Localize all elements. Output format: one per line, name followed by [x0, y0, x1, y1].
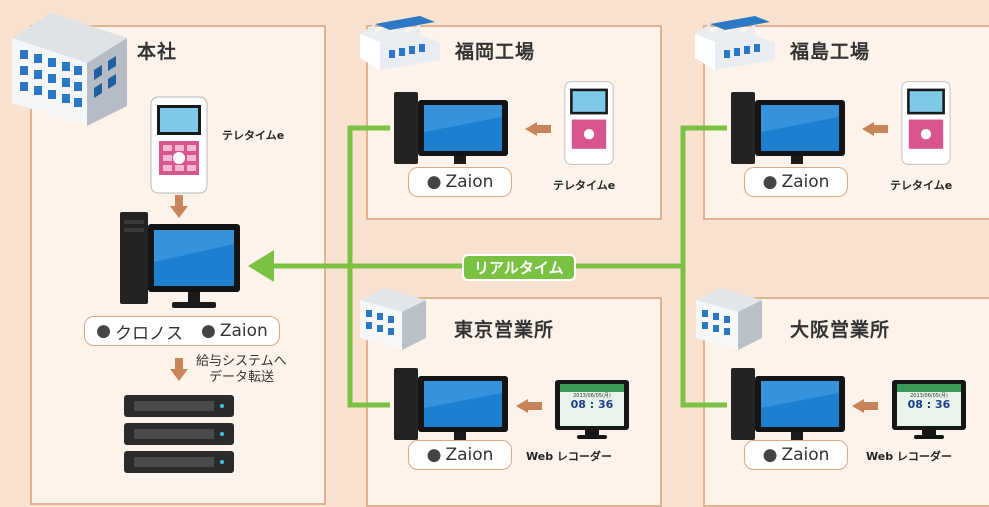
bullet-icon: ●: [201, 321, 216, 341]
tokyo-title: 東京営業所: [454, 319, 555, 341]
osaka-title: 大阪営業所: [790, 319, 891, 341]
osaka-software-pill: ●Zaion: [744, 440, 848, 470]
tokyo-left-arrow: [516, 399, 542, 413]
bullet-icon: ●: [426, 172, 442, 192]
osaka-office-icon: [696, 288, 762, 350]
fukuoka-factory-icon: [360, 16, 440, 70]
fukushima-software-pill: ●Zaion: [744, 167, 848, 197]
fukushima-computer-icon: [731, 92, 845, 164]
tokyo-recorder-time: 08 : 36: [570, 398, 614, 411]
hq-pill-label-1: クロノス: [115, 323, 184, 344]
fukuoka-device-label: テレタイムe: [553, 179, 616, 192]
server-stack-icon: [124, 395, 234, 473]
fukuoka-computer-icon: [394, 92, 508, 164]
hq-transfer-line-1: 給与システムへ: [196, 354, 287, 369]
fukushima-time-clock-device-icon: [901, 81, 951, 165]
hq-pill-label-2: Zaion: [219, 321, 268, 341]
fukuoka-time-clock-device-icon: [564, 81, 614, 165]
osaka-web-recorder-monitor-icon: 2013/06/05(月) 08 : 36: [892, 380, 966, 440]
hq-title: 本社: [137, 41, 178, 63]
tokyo-computer-icon: [394, 368, 508, 440]
fukuoka-left-arrow: [525, 122, 551, 136]
hq-building-icon: [12, 13, 127, 126]
realtime-label: リアルタイム: [462, 254, 576, 281]
fukushima-title: 福島工場: [790, 41, 871, 63]
osaka-device-label: Web レコーダー: [866, 450, 952, 463]
osaka-left-arrow: [852, 399, 878, 413]
bullet-icon: ●: [426, 445, 442, 465]
fukuoka-software-pill: ●Zaion: [408, 167, 512, 197]
bullet-icon: ●: [762, 172, 778, 192]
hq-device-label: テレタイムe: [222, 129, 285, 142]
hq-down-arrow-2: [170, 358, 188, 381]
fukushima-factory-icon: [695, 16, 775, 70]
tokyo-pill-label: Zaion: [445, 445, 494, 465]
fukuoka-pill-label: Zaion: [445, 172, 494, 192]
osaka-pill-label: Zaion: [781, 445, 830, 465]
hq-time-clock-device-icon: [150, 96, 208, 194]
osaka-recorder-time: 08 : 36: [907, 398, 951, 411]
osaka-recorder-date: 2013/06/05(月): [910, 393, 948, 399]
hq-transfer-line-2: データ転送: [209, 370, 275, 385]
hq-software-pill: ●クロノス ●Zaion: [84, 316, 280, 346]
fukushima-left-arrow: [862, 122, 888, 136]
hq-computer-icon: [120, 212, 240, 308]
tokyo-device-label: Web レコーダー: [526, 450, 612, 463]
osaka-computer-icon: [731, 368, 845, 440]
tokyo-web-recorder-monitor-icon: 2013/06/05(月) 08 : 36: [555, 380, 629, 440]
hq-down-arrow-1: [170, 195, 188, 218]
tokyo-office-icon: [360, 288, 426, 350]
tokyo-software-pill: ●Zaion: [408, 440, 512, 470]
bullet-icon: ●: [762, 445, 778, 465]
fukushima-device-label: テレタイムe: [890, 179, 953, 192]
tokyo-recorder-date: 2013/06/05(月): [573, 393, 611, 399]
realtime-arrowhead: [248, 250, 274, 282]
fukuoka-title: 福岡工場: [455, 41, 536, 63]
fukushima-pill-label: Zaion: [781, 172, 830, 192]
bullet-icon: ●: [96, 321, 112, 341]
